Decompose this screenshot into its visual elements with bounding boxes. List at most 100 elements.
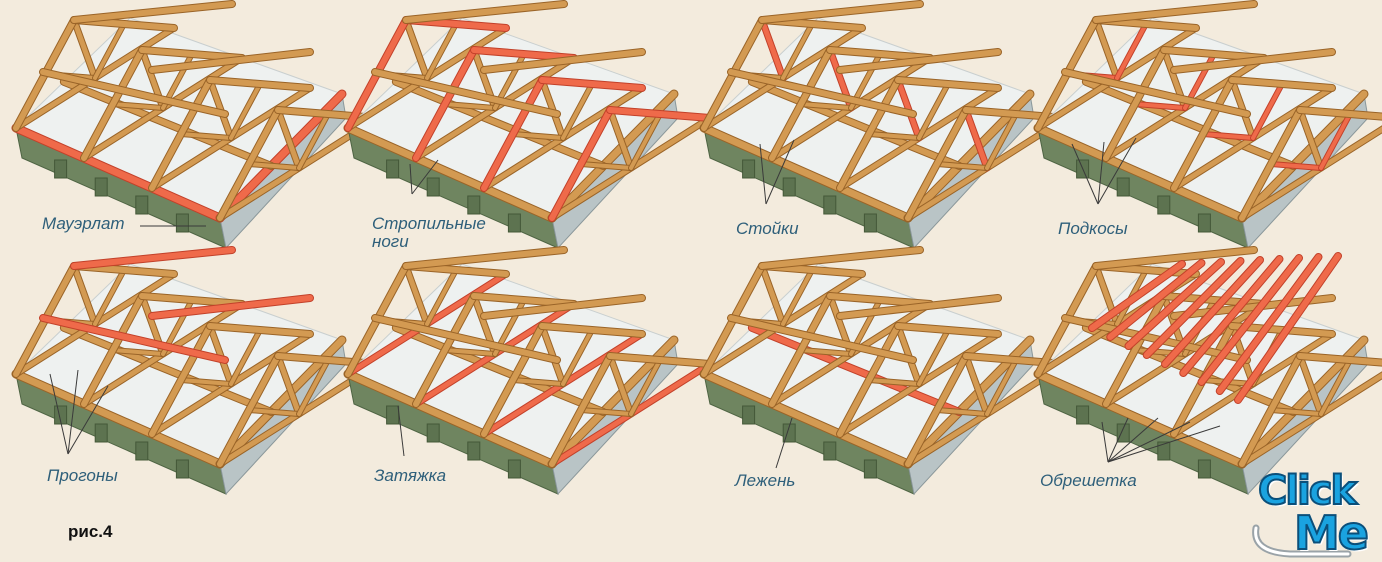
- truss-strut-left-2-face: [511, 132, 565, 140]
- purlin-left-face: [40, 69, 228, 117]
- label-leader-line-0: [1071, 143, 1099, 205]
- wall-plate-front-face: [344, 124, 556, 222]
- truss-strut-right-2-face: [229, 82, 262, 140]
- ridge-purlin-face: [759, 247, 923, 269]
- truss-rafter-right-1-face: [139, 293, 245, 307]
- truss-strut-right-3-face: [629, 358, 662, 416]
- roof-panel-mauerlat: [11, 0, 382, 250]
- wall-pier: [782, 177, 796, 197]
- wall-pier: [1076, 405, 1090, 425]
- truss-strut-right-3-face: [985, 358, 1018, 416]
- ridge-purlin-face: [1093, 1, 1257, 23]
- roof-panel-sill: [699, 246, 1070, 496]
- truss-rafter-left-2-face: [149, 77, 213, 191]
- truss-strut-left-2-face: [179, 132, 233, 140]
- truss-rafter-right-2-face: [895, 323, 1001, 337]
- wall-pier: [1116, 423, 1130, 443]
- truss-post-0-face: [403, 17, 430, 81]
- truss-strut-left-3-face: [247, 162, 301, 170]
- label-leader-line-0: [409, 163, 413, 195]
- truss-strut-left-3-face: [579, 162, 633, 170]
- truss-post-0-face: [759, 263, 786, 327]
- purlin-left-face: [728, 69, 916, 117]
- wall-pier: [1157, 195, 1171, 215]
- purlin-left-face: [728, 315, 916, 363]
- ceiling-slab: [347, 17, 675, 219]
- truss-rafter-left-3-face: [905, 353, 969, 467]
- wall-pier: [863, 213, 877, 233]
- roof-panel-battens: [1033, 246, 1382, 496]
- truss-rafter-left-2-face: [837, 77, 901, 191]
- roof-panel-rafters: [343, 0, 714, 250]
- truss-strut-right-0-face: [93, 22, 126, 80]
- truss-strut-left-2-face: [511, 378, 565, 386]
- ridge-purlin-face: [71, 1, 235, 23]
- label-leader-line-2: [1107, 417, 1159, 463]
- badge-arrow-icon: [1252, 524, 1352, 558]
- click-me-badge[interactable]: Click Me: [1250, 466, 1380, 561]
- figure-caption: рис.4: [68, 522, 113, 541]
- wall-pier: [135, 195, 149, 215]
- purlin-left-face: [1062, 69, 1250, 117]
- purlin-left-face: [40, 315, 228, 363]
- sill-beam-face: [392, 324, 607, 415]
- roof-panel-struts: [1033, 0, 1382, 250]
- wall-pier: [823, 195, 837, 215]
- truss-rafter-right-3-face: [1297, 353, 1382, 366]
- ceiling-slab: [703, 17, 1031, 219]
- badge-text-me: Me: [1293, 505, 1370, 561]
- truss-rafter-left-2-face: [481, 77, 545, 191]
- truss-post-0-face: [759, 17, 786, 81]
- truss-strut-right-2-face: [1251, 82, 1284, 140]
- roof-panel-purlins: [11, 246, 382, 496]
- truss-strut-left-1-face: [443, 102, 497, 110]
- truss-strut-right-0-face: [93, 268, 126, 326]
- truss-strut-left-1-face: [111, 348, 165, 356]
- truss-rafter-left-2-face: [149, 323, 213, 437]
- purlin-left-face: [372, 315, 560, 363]
- wall-plate-front-face: [700, 124, 912, 222]
- truss-strut-right-3-face: [297, 112, 330, 170]
- truss-strut-right-3-face: [1319, 112, 1352, 170]
- batten-8-face: [1235, 253, 1341, 403]
- truss-strut-right-2-face: [561, 82, 594, 140]
- ceiling-slab: [703, 263, 1031, 465]
- purlin-right-face: [837, 49, 1001, 73]
- truss-strut-left-1-face: [443, 348, 497, 356]
- truss-post-3-face: [607, 107, 634, 171]
- truss-rafter-right-3-face: [607, 107, 713, 121]
- label-leader-line-1: [765, 139, 795, 205]
- label-leader-line-1: [411, 159, 439, 195]
- purlin-right-face: [149, 49, 313, 73]
- truss-post-0-face: [71, 263, 98, 327]
- truss-post-0-face: [403, 263, 430, 327]
- truss-rafter-right-1-face: [471, 47, 577, 61]
- wall-pier: [1197, 459, 1211, 479]
- truss-rafter-left-1-face: [81, 293, 145, 407]
- truss-rafter-right-2-face: [539, 77, 645, 91]
- truss-rafter-right-1-face: [1161, 47, 1267, 61]
- wall-pier: [426, 177, 440, 197]
- wall-pier: [135, 441, 149, 461]
- wall-pier: [467, 441, 481, 461]
- label-leader-line-1: [1107, 417, 1129, 463]
- truss-strut-left-3-face: [935, 408, 989, 416]
- truss-rafter-left-2-face: [481, 323, 545, 437]
- batten-5-face: [1180, 256, 1283, 376]
- wall-pier: [94, 423, 108, 443]
- wall-pier: [175, 459, 189, 479]
- sill-beam-face: [748, 324, 963, 415]
- wall-plate-front-face: [344, 370, 556, 468]
- truss-rafter-left-3-face: [549, 353, 613, 467]
- truss-strut-right-0-face: [425, 268, 458, 326]
- truss-rafter-left-3-face: [1239, 107, 1303, 221]
- label-leader-line-3: [1107, 421, 1191, 463]
- panel-label-posts: Стойки: [736, 219, 799, 238]
- batten-0-face: [1089, 261, 1185, 331]
- batten-1-face: [1107, 260, 1205, 340]
- label-leader-line-4: [1107, 425, 1221, 463]
- truss-rafter-left-3-face: [1239, 353, 1303, 467]
- truss-rafter-right-2-face: [1229, 77, 1335, 91]
- sill-beam-face: [748, 78, 963, 169]
